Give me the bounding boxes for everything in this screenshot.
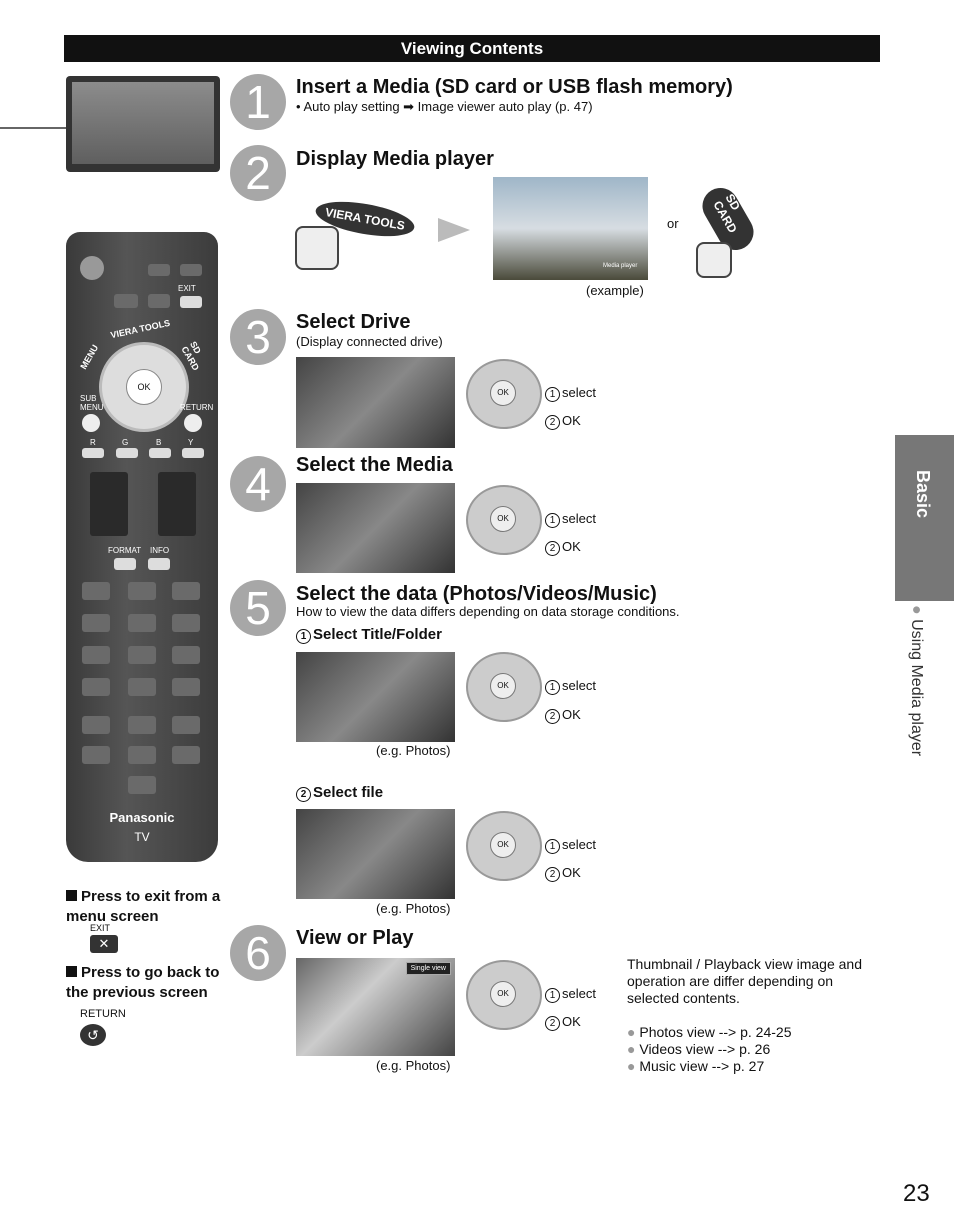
ok-label: OK xyxy=(562,707,581,722)
remote-exit-label: EXIT xyxy=(178,284,196,293)
music-link: Music view --> p. 27 xyxy=(639,1058,765,1074)
pad-ok: OK xyxy=(490,832,516,858)
select-label: select xyxy=(562,511,596,526)
remote-info-label: INFO xyxy=(150,546,170,555)
or-text: or xyxy=(667,216,679,231)
step-3-title: Select Drive xyxy=(296,311,411,333)
select-drive-screenshot xyxy=(296,357,455,448)
exit-button-icon: ✕ xyxy=(90,935,118,953)
remote-brand: Panasonic xyxy=(109,810,175,825)
ok-label: OK xyxy=(562,865,581,880)
remote-pad-icon: OK xyxy=(466,485,542,555)
section-header: Viewing Contents xyxy=(64,35,880,62)
remote-return-label: RETURN xyxy=(180,403,214,412)
power-button xyxy=(80,256,104,280)
single-view-screenshot: Single view xyxy=(296,958,455,1056)
select-label: select xyxy=(562,678,596,693)
remote-b-label: B xyxy=(156,438,162,447)
viera-tools-hand-icon: VIERA TOOLS xyxy=(295,195,417,270)
side-section: ● Using Media player xyxy=(908,605,925,757)
arrow-icon xyxy=(438,218,470,242)
select-label: select xyxy=(562,986,596,1001)
info-links: ● Photos view --> p. 24-25 ● Videos view… xyxy=(627,1024,792,1074)
eg-photos-caption: (e.g. Photos) xyxy=(376,901,451,916)
pad-ok: OK xyxy=(490,673,516,699)
return-note: Press to go back to the previous screen xyxy=(66,963,236,1003)
media-player-screen-label: Media player xyxy=(603,263,638,269)
ok-label: OK xyxy=(562,413,581,428)
eg-photos-caption: (e.g. Photos) xyxy=(376,743,451,758)
tv-pointer-line xyxy=(0,127,66,129)
select-file-screenshot xyxy=(296,809,455,899)
eg-photos-caption: (e.g. Photos) xyxy=(376,1058,451,1073)
step-5-title: Select the data (Photos/Videos/Music) xyxy=(296,583,657,605)
remote-r-label: R xyxy=(90,438,96,447)
side-tab-label: Basic xyxy=(913,470,933,519)
remote-menu-label: MENU xyxy=(78,343,101,371)
step-1-note: • Auto play setting ➡ Image viewer auto … xyxy=(296,99,593,114)
pad-ok: OK xyxy=(490,981,516,1007)
step-4-title: Select the Media xyxy=(296,454,453,476)
return-button-icon: ↺ xyxy=(80,1024,106,1046)
sub-menu-button xyxy=(82,414,100,432)
videos-link: Videos view --> p. 26 xyxy=(639,1041,771,1057)
pad-ok: OK xyxy=(490,380,516,406)
tv-illustration xyxy=(66,76,220,172)
example-caption: (example) xyxy=(586,283,644,298)
step-4-number: 4 xyxy=(230,456,286,512)
remote-ok: OK xyxy=(126,369,162,405)
media-player-screenshot: Media player xyxy=(493,177,648,280)
step-2-number: 2 xyxy=(230,145,286,201)
remote-tv-label: TV xyxy=(134,830,150,844)
remote-pad-icon: OK xyxy=(466,652,542,722)
step-5-subtitle: How to view the data differs depending o… xyxy=(296,604,680,619)
side-tab xyxy=(895,435,954,601)
ok-label: OK xyxy=(562,539,581,554)
remote-y-label: Y xyxy=(188,438,194,447)
single-view-badge: Single view xyxy=(405,962,451,975)
step-3-number: 3 xyxy=(230,309,286,365)
return-note-label: RETURN xyxy=(80,1008,126,1020)
step-5-number: 5 xyxy=(230,580,286,636)
remote-sub-menu-label: SUB MENU xyxy=(80,394,104,412)
remote-pad-icon: OK xyxy=(466,359,542,429)
select-label: select xyxy=(562,385,596,400)
remote-viera-label: VIERA TOOLS xyxy=(109,317,171,341)
title-folder-screenshot xyxy=(296,652,455,742)
step-2-title: Display Media player xyxy=(296,148,494,170)
remote-g-label: G xyxy=(122,438,129,447)
remote-pad-icon: OK xyxy=(466,960,542,1030)
step-1-title: Insert a Media (SD card or USB flash mem… xyxy=(296,76,733,98)
remote-pad-icon: OK xyxy=(466,811,542,881)
remote-format-label: FORMAT xyxy=(108,546,142,555)
info-text: Thumbnail / Playback view image and oper… xyxy=(627,956,863,1006)
ok-label: OK xyxy=(562,1014,581,1029)
exit-note: Press to exit from a menu screen xyxy=(66,887,236,927)
step-6-title: View or Play xyxy=(296,927,414,949)
step-6-number: 6 xyxy=(230,925,286,981)
pad-ok: OK xyxy=(490,506,516,532)
return-note-text: Press to go back to the previous screen xyxy=(66,964,220,1001)
page-number: 23 xyxy=(903,1180,930,1207)
remote-dpad: OK xyxy=(99,342,189,432)
return-button xyxy=(184,414,202,432)
step-1-number: 1 xyxy=(230,74,286,130)
exit-note-text: Press to exit from a menu screen xyxy=(66,888,221,925)
select-media-screenshot xyxy=(296,483,455,573)
remote-illustration: EXIT VIERA TOOLS MENU SD CARD OK SUB MEN… xyxy=(66,232,218,862)
step-3-subtitle: (Display connected drive) xyxy=(296,334,443,349)
sd-card-hand-icon: SD CARD xyxy=(695,181,761,280)
exit-note-label: EXIT xyxy=(90,923,111,933)
exit-button xyxy=(180,296,202,308)
select-label: select xyxy=(562,837,596,852)
header-title: Viewing Contents xyxy=(400,39,544,58)
photos-link: Photos view --> p. 24-25 xyxy=(639,1024,792,1040)
